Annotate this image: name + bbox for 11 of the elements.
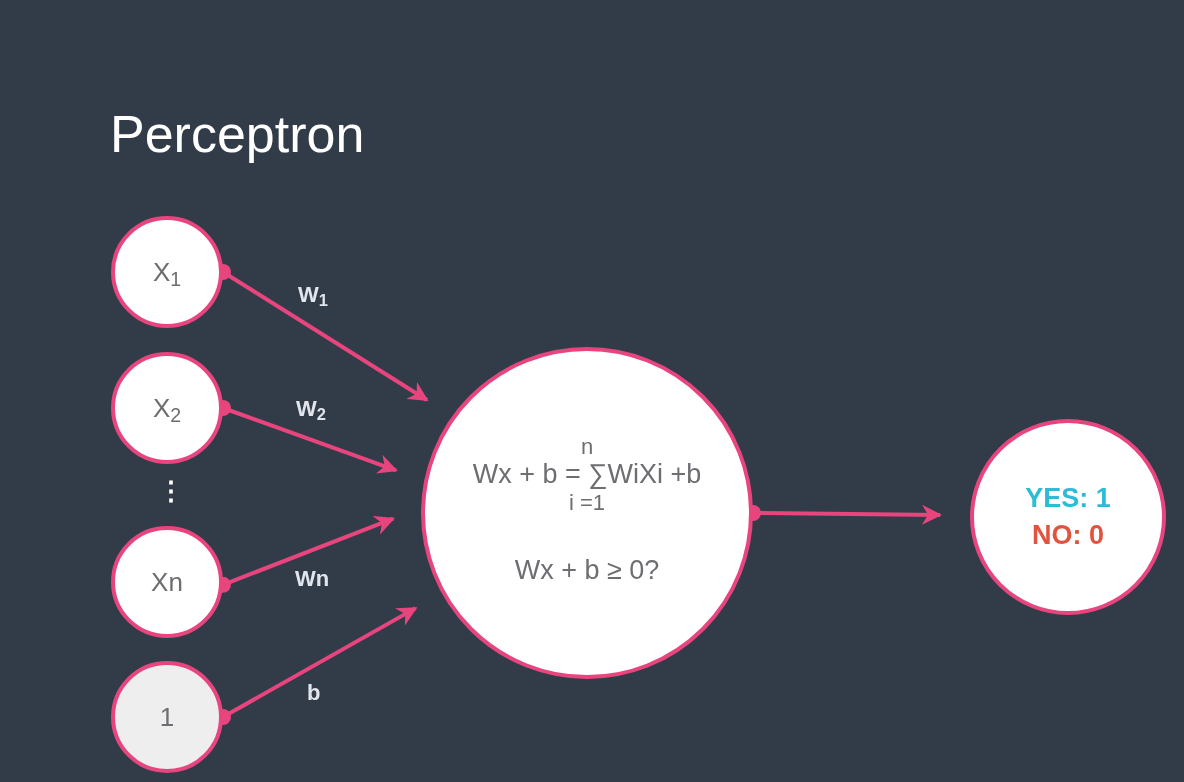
formula-text: Wx + b = ∑WiXi +b [472, 457, 702, 491]
formula-text: n [580, 435, 594, 458]
output-text: YES: 1 [1025, 481, 1111, 515]
node-label: Xn [151, 569, 183, 595]
output-text: NO: 0 [1032, 519, 1104, 552]
formula-text: i =1 [568, 491, 606, 514]
node-label: 1 [159, 704, 175, 730]
ellipsis: ⋮ [158, 478, 184, 504]
node-label: X$_{2}$ [152, 395, 182, 421]
node-label: X$_{1}$ [152, 259, 182, 285]
formula-text: Wx + b ≥ 0? [514, 553, 660, 587]
